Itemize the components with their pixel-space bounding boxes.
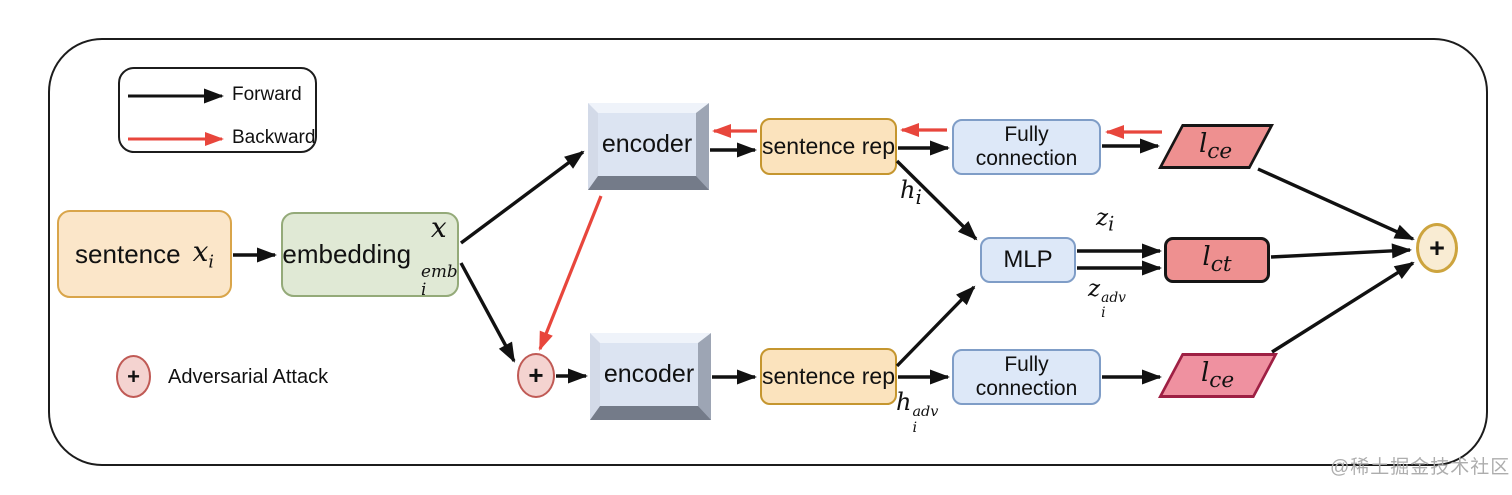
sentence-var: xi xyxy=(192,235,214,273)
loss-ce-top-label: lce xyxy=(1199,128,1233,165)
encoder-bottom-label: encoder xyxy=(603,360,695,388)
sentence-label: sentence xyxy=(75,238,181,269)
sentence-rep-bottom-node: sentence rep xyxy=(760,348,897,405)
h-i-label: hi xyxy=(900,176,922,209)
mlp-node: MLP xyxy=(980,237,1076,283)
sentence-rep-top-node: sentence rep xyxy=(760,118,897,175)
watermark: @稀土掘金技术社区 xyxy=(1330,457,1511,478)
encoder-top-node: encoder xyxy=(588,103,709,190)
encoder-bottom-node: encoder xyxy=(590,333,711,420)
legend-backward-label: Backward xyxy=(232,127,316,148)
fully-connection-bottom-node: Fully connection xyxy=(952,349,1101,405)
embedding-label: embedding xyxy=(282,239,412,269)
fully-connection-bottom-label: Fully connection xyxy=(975,353,1078,400)
mlp-label: MLP xyxy=(1003,246,1053,273)
adversarial-plus-node: + xyxy=(517,353,555,398)
loss-ce-bottom-label: lce xyxy=(1201,357,1235,394)
sentence-node: sentence xi xyxy=(57,210,232,298)
sentence-rep-bottom-label: sentence rep xyxy=(762,363,895,389)
sum-plus-node: + xyxy=(1416,223,1458,273)
z-i-label: zi xyxy=(1096,205,1115,236)
loss-ct-node: lct xyxy=(1164,237,1270,283)
adversarial-plus-symbol: + xyxy=(528,360,544,390)
adversarial-legend-symbol: + xyxy=(127,363,140,389)
adversarial-legend-label: Adversarial Attack xyxy=(168,366,329,388)
adversarial-legend-icon: + xyxy=(116,355,151,398)
sentence-rep-top-label: sentence rep xyxy=(762,133,895,159)
encoder-top-label: encoder xyxy=(601,130,693,158)
fully-connection-top-label: Fully connection xyxy=(975,123,1078,170)
sum-plus-symbol: + xyxy=(1429,232,1445,263)
legend-forward-label: Forward xyxy=(232,84,302,105)
loss-ct-label: lct xyxy=(1202,242,1232,278)
fully-connection-top-node: Fully connection xyxy=(952,119,1101,175)
